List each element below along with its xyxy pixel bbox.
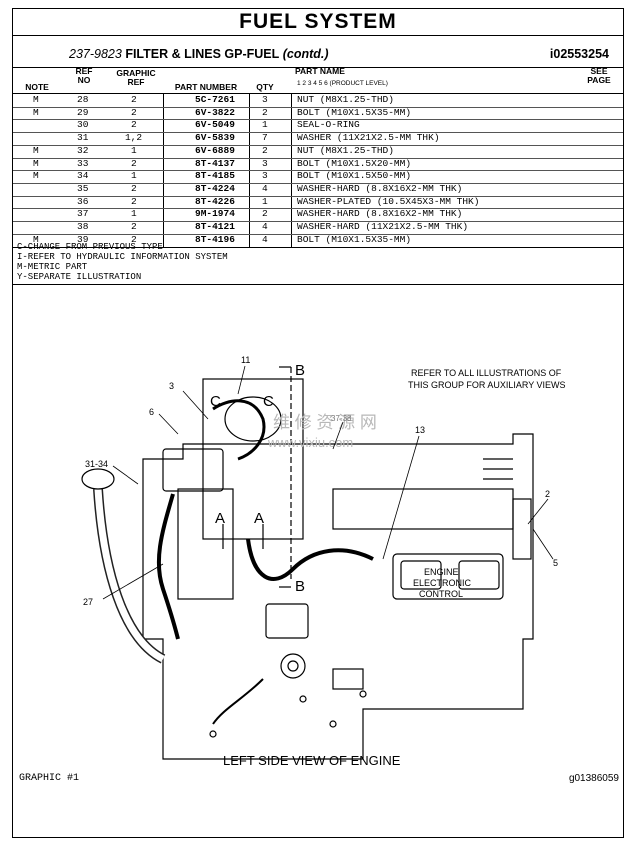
ecm-label-1: ENGINE [424, 567, 459, 577]
group-number: 237-9823 [69, 47, 122, 61]
callout-11: 11 [241, 355, 250, 365]
view-caption: LEFT SIDE VIEW OF ENGINE [223, 753, 401, 768]
view-letter-c-left: C [210, 393, 221, 410]
callout-31-34: 31-34 [85, 459, 108, 469]
graphic-number: GRAPHIC #1 [19, 773, 80, 784]
parts-page: FUEL SYSTEM 237-9823 FILTER & LINES GP-F… [12, 8, 624, 838]
view-letter-a-left: A [215, 510, 225, 527]
aux-note-2: THIS GROUP FOR AUXILIARY VIEWS [408, 380, 566, 390]
fuel-line-center [246, 538, 374, 581]
ecm-label-2: ELECTRONIC [413, 578, 472, 588]
group-title: 237-9823 FILTER & LINES GP-FUEL (contd.) [69, 47, 329, 61]
legend-item: Y-SEPARATE ILLUSTRATION [17, 272, 142, 282]
page-title: FUEL SYSTEM [13, 9, 623, 36]
col-qty: QTY [256, 82, 274, 92]
group-suffix: (contd.) [282, 47, 329, 61]
engine-block [142, 433, 534, 760]
graphic-id: g01386059 [568, 773, 619, 784]
col-graphic-1: GRAPHIC [116, 68, 156, 78]
aux-note-1: REFER TO ALL ILLUSTRATIONS OF [411, 368, 562, 378]
group-id: i02553254 [549, 47, 609, 61]
group-name: FILTER & LINES GP-FUEL [125, 47, 280, 61]
legend-item: I-REFER TO HYDRAULIC INFORMATION SYSTEM [17, 252, 228, 262]
col-part-number: PART NUMBER [174, 82, 238, 92]
fuel-line-left [156, 493, 180, 640]
watermark-cn: 维 修 资 源 网 [273, 413, 377, 432]
callout-5: 5 [553, 558, 558, 568]
view-letter-c-right: C [263, 393, 274, 410]
col-see-page-2: PAGE [587, 75, 611, 85]
callout-3: 3 [169, 381, 174, 391]
callout-27: 27 [83, 597, 93, 607]
legend-item: M-METRIC PART [17, 262, 88, 272]
col-product-level: 1 2 3 4 5 6 (PRODUCT LEVEL) [297, 80, 388, 87]
legend-item: C-CHANGE FROM PREVIOUS TYPE [17, 242, 163, 252]
callout-6: 6 [149, 407, 154, 417]
watermark-url: www.vixiu.com [267, 435, 353, 450]
legend: C-CHANGE FROM PREVIOUS TYPE I-REFER TO H… [17, 242, 228, 282]
view-letter-b-top: B [295, 362, 305, 379]
col-graphic-2: REF [127, 77, 145, 87]
drain-line [212, 678, 264, 725]
engine-illustration: 维 修 资 源 网 www.vixiu.com REFER TO ALL ILL… [81, 355, 566, 768]
ecm-box [392, 553, 504, 600]
filter-housing [162, 448, 224, 492]
callout-13: 13 [415, 425, 425, 435]
ecm-label-3: CONTROL [419, 589, 463, 599]
primary-filter [265, 603, 309, 639]
group-header: 237-9823 FILTER & LINES GP-FUEL (contd.)… [13, 47, 623, 63]
fuel-filter [177, 488, 234, 600]
col-ref-1: REF [75, 66, 93, 76]
fuel-line-top [212, 399, 266, 461]
col-part-name: PART NAME [295, 66, 345, 76]
col-ref-2: NO [77, 75, 91, 85]
col-see-page-1: SEE [590, 66, 608, 76]
callout-2: 2 [545, 489, 550, 499]
view-letter-b-bottom: B [295, 578, 305, 595]
view-letter-a-right: A [254, 510, 264, 527]
mounting-plate [202, 378, 304, 540]
sight-bowl [280, 653, 306, 679]
callout-37-38: 37-38 [331, 414, 352, 423]
col-note: NOTE [25, 82, 49, 92]
